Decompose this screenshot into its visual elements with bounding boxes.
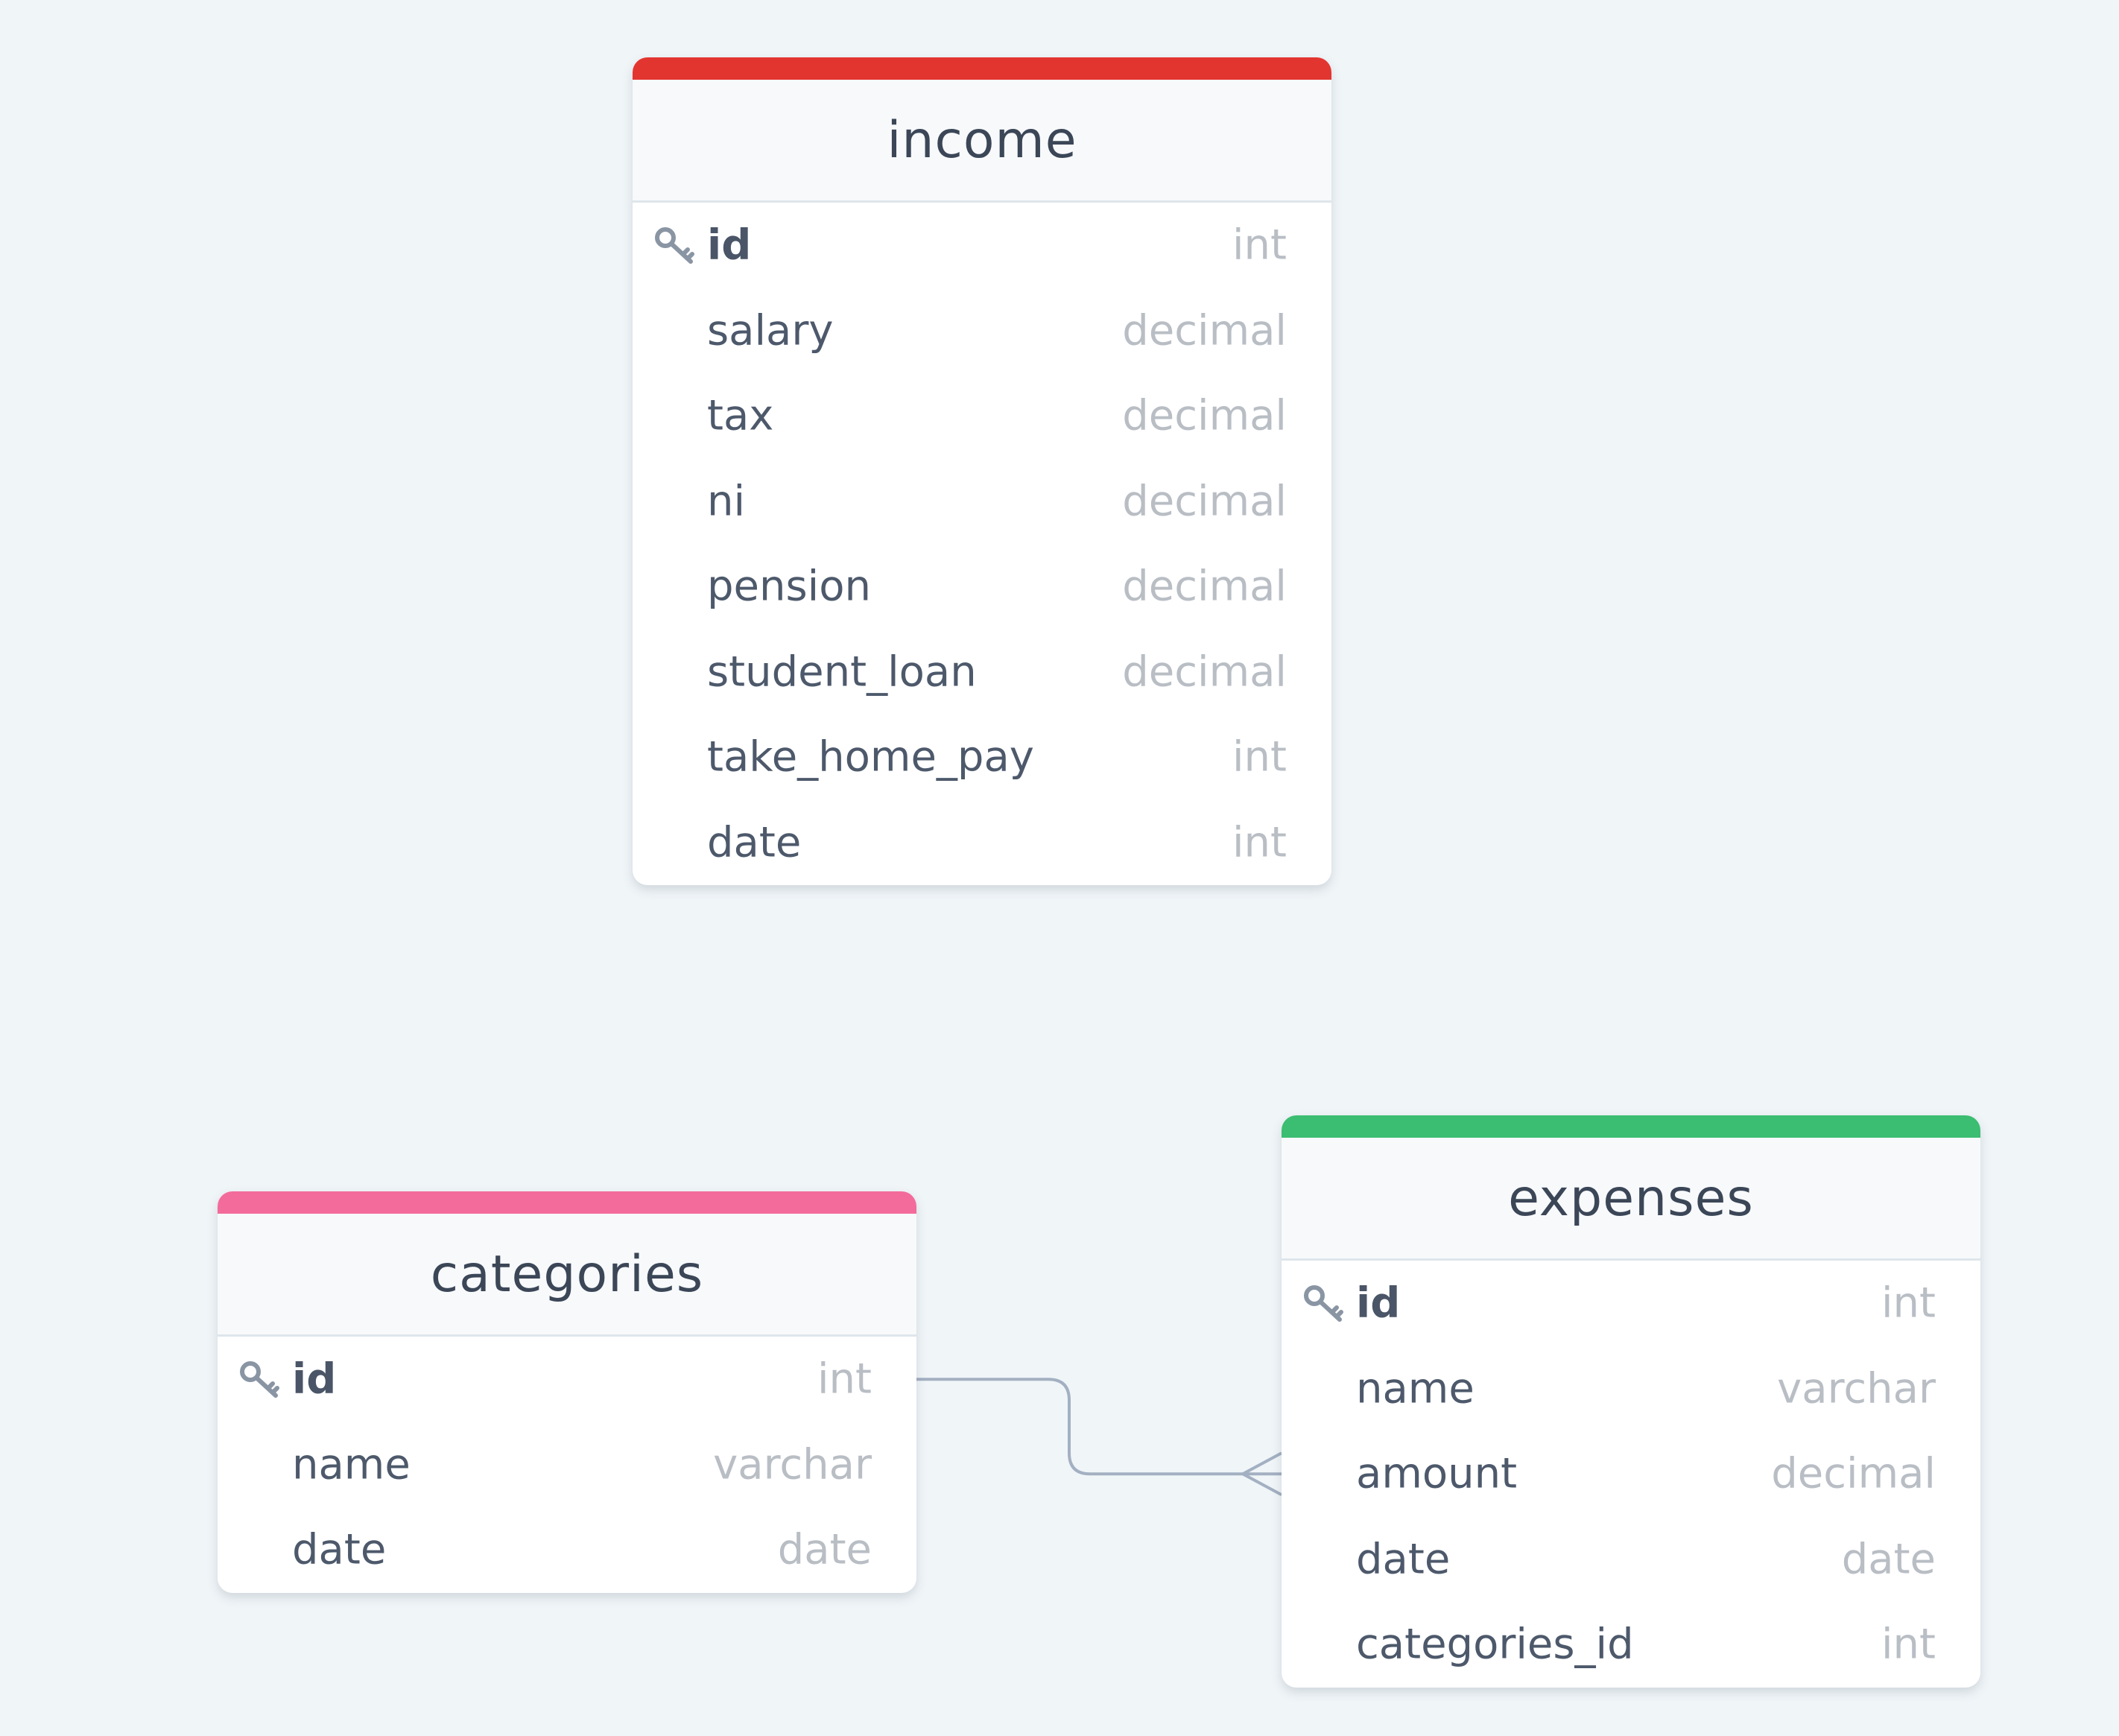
table-title[interactable]: expenses — [1282, 1138, 1980, 1261]
key-icon — [1304, 1285, 1343, 1322]
table-expenses[interactable]: expenses id int name varchar amount decimal da… — [1282, 1115, 1980, 1688]
column-row-categories-id[interactable]: categories_id int — [1282, 1602, 1980, 1688]
column-type: int — [1881, 1620, 1936, 1669]
column-row-date[interactable]: date int — [633, 800, 1331, 886]
key-icon — [240, 1361, 279, 1398]
column-row-date[interactable]: date date — [1282, 1517, 1980, 1603]
column-row-ni[interactable]: ni decimal — [633, 459, 1331, 545]
column-row-name[interactable]: name varchar — [1282, 1346, 1980, 1432]
column-type: int — [1232, 732, 1287, 782]
column-name: name — [1356, 1364, 1475, 1413]
column-row-amount[interactable]: amount decimal — [1282, 1431, 1980, 1517]
column-row-pension[interactable]: pension decimal — [633, 544, 1331, 630]
column-name: categories_id — [1356, 1620, 1634, 1669]
table-title-text: categories — [430, 1244, 704, 1304]
column-name: name — [292, 1440, 411, 1489]
column-row-id[interactable]: id int — [218, 1337, 916, 1422]
column-row-id[interactable]: id int — [1282, 1261, 1980, 1346]
column-row-date[interactable]: date date — [218, 1507, 916, 1593]
column-type: varchar — [713, 1440, 872, 1489]
column-type: decimal — [1122, 647, 1287, 697]
column-name: ni — [707, 477, 746, 526]
crows-foot-many-marker — [1242, 1451, 1282, 1497]
table-categories[interactable]: categories id int name varchar date date — [218, 1191, 916, 1593]
column-name: date — [707, 818, 802, 867]
key-icon — [655, 227, 694, 264]
column-name: id — [1356, 1279, 1401, 1328]
column-type: int — [1232, 818, 1287, 867]
column-type: decimal — [1122, 306, 1287, 355]
table-title[interactable]: categories — [218, 1214, 916, 1337]
column-type: int — [1232, 221, 1287, 270]
table-title-text: income — [887, 110, 1077, 170]
column-name: date — [1356, 1535, 1451, 1584]
column-type: date — [1841, 1535, 1936, 1584]
table-accent-bar — [633, 57, 1331, 80]
column-name: student_loan — [707, 647, 977, 697]
column-name: take_home_pay — [707, 732, 1034, 782]
column-type: date — [777, 1525, 872, 1574]
column-type: varchar — [1777, 1364, 1936, 1413]
column-type: int — [1881, 1279, 1936, 1328]
table-title-text: expenses — [1508, 1168, 1754, 1228]
table-income[interactable]: income id int salary decimal tax decimal ni dec… — [633, 57, 1331, 885]
column-row-salary[interactable]: salary decimal — [633, 288, 1331, 374]
table-accent-bar — [1282, 1115, 1980, 1138]
relationship-line[interactable] — [916, 1378, 1282, 1476]
column-name: pension — [707, 562, 871, 611]
column-row-id[interactable]: id int — [633, 203, 1331, 288]
column-list: id int name varchar amount decimal date date cat… — [1282, 1261, 1980, 1688]
column-name: id — [707, 221, 752, 270]
column-list: id int name varchar date date — [218, 1337, 916, 1593]
table-accent-bar — [218, 1191, 916, 1214]
column-row-tax[interactable]: tax decimal — [633, 373, 1331, 459]
table-title[interactable]: income — [633, 80, 1331, 203]
column-name: id — [292, 1355, 337, 1404]
column-name: salary — [707, 306, 834, 355]
column-name: date — [292, 1525, 387, 1574]
column-row-take-home-pay[interactable]: take_home_pay int — [633, 715, 1331, 800]
column-row-student-loan[interactable]: student_loan decimal — [633, 630, 1331, 715]
column-row-name[interactable]: name varchar — [218, 1422, 916, 1508]
column-type: int — [817, 1355, 872, 1404]
column-name: tax — [707, 391, 774, 440]
column-type: decimal — [1122, 391, 1287, 440]
column-name: amount — [1356, 1449, 1518, 1498]
column-type: decimal — [1122, 562, 1287, 611]
column-type: decimal — [1771, 1449, 1936, 1498]
column-type: decimal — [1122, 477, 1287, 526]
